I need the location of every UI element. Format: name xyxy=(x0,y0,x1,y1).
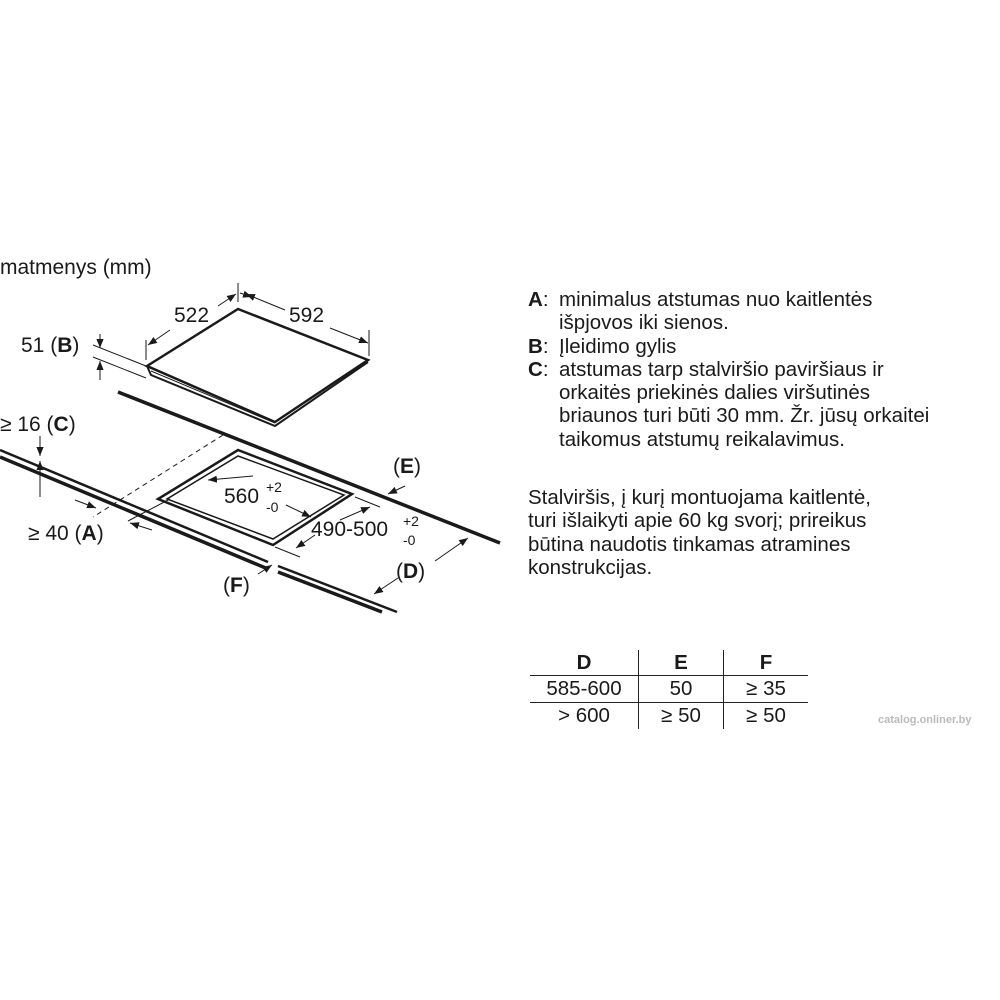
cutout-depth: 490-500 xyxy=(311,518,388,541)
countertop-drawing xyxy=(0,390,501,614)
dim-a: ≥ 40 (A) xyxy=(28,522,104,545)
weight-note: Stalviršis, į kurį montuojama kaitlentė,… xyxy=(528,486,871,579)
diagram-title: matmenys (mm) xyxy=(0,256,152,279)
distance-table: D E F 585-600 50 ≥ 35 > 600 ≥ 50 ≥ 50 xyxy=(530,650,808,729)
table-row: 585-600 50 ≥ 35 xyxy=(530,675,808,703)
label-e: (E) xyxy=(393,455,421,478)
dim-depth: 522 xyxy=(174,304,209,327)
table-header: D E F xyxy=(530,650,808,676)
label-d: (D) xyxy=(396,560,425,583)
dim-c: ≥ 16 (C) xyxy=(0,413,76,436)
hob-drawing xyxy=(144,307,371,428)
table-row: > 600 ≥ 50 ≥ 50 xyxy=(530,702,808,729)
watermark: catalog.onliner.by xyxy=(878,714,972,726)
dimension-lines xyxy=(92,283,370,380)
cutout-dimensions xyxy=(36,436,469,595)
label-f: (F) xyxy=(223,574,250,597)
dim-b-value: 51 (B) xyxy=(21,334,79,357)
cutout-width-tol-minus: -0 xyxy=(266,499,279,515)
dim-width: 592 xyxy=(289,304,324,327)
legend-item-c: C: atstumas tarp stalviršio paviršiaus i… xyxy=(528,357,930,451)
cutout-width: 560 xyxy=(224,485,259,508)
legend-item-b: B: Įleidimo gylis xyxy=(528,334,677,358)
cutout-depth-tol-minus: -0 xyxy=(403,532,416,548)
cutout-depth-tol-plus: +2 xyxy=(403,513,419,529)
cutout-width-tol-plus: +2 xyxy=(266,479,282,495)
